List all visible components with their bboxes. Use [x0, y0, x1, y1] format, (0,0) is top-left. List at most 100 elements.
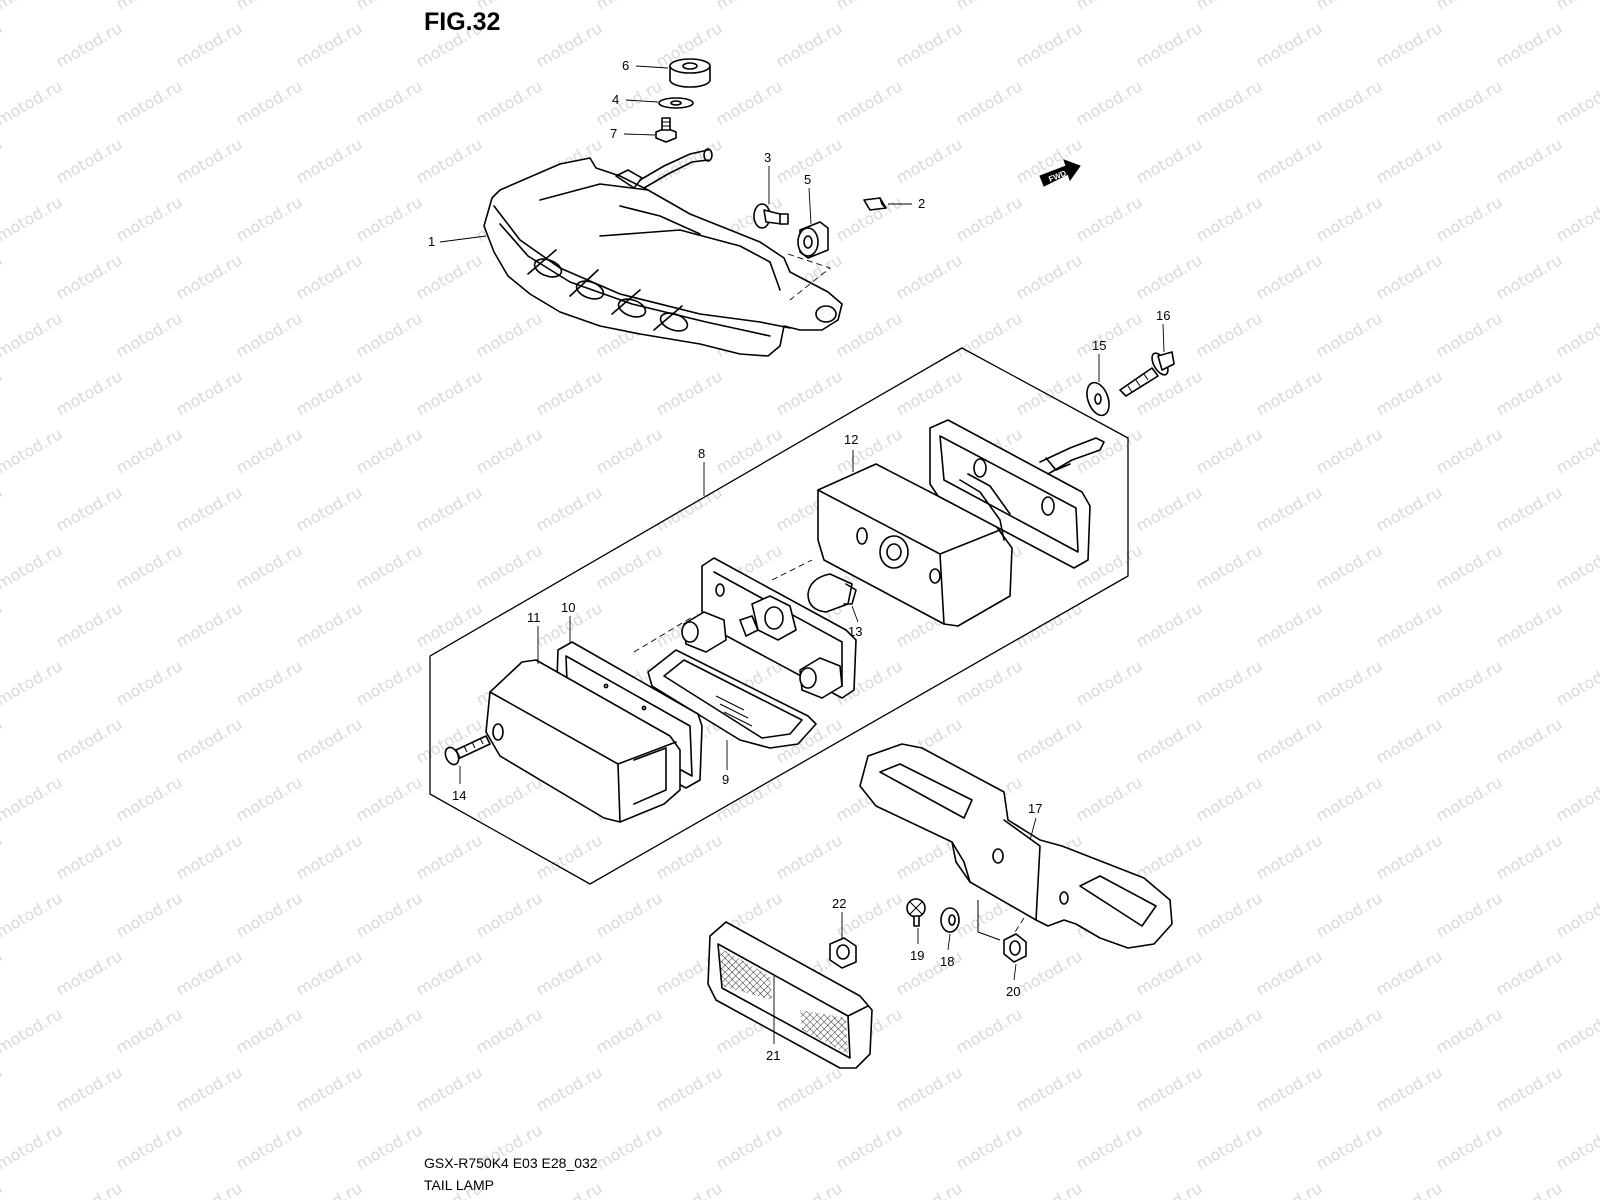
part-22-nut[interactable]: [829, 937, 857, 969]
part-12-lamp-body[interactable]: [817, 463, 1013, 627]
watermark-text: motod.ru: [293, 1178, 366, 1200]
watermark-text: motod.ru: [773, 366, 846, 419]
watermark-text: motod.ru: [1313, 0, 1386, 13]
callout-10: 10: [561, 600, 575, 615]
watermark-text: motod.ru: [53, 598, 126, 651]
callout-19: 19: [910, 948, 924, 963]
watermark-text: motod.ru: [1433, 308, 1506, 361]
part-21-reflector[interactable]: [707, 921, 873, 1069]
watermark-text: motod.ru: [353, 656, 426, 709]
watermark-text: motod.ru: [1193, 1120, 1266, 1173]
part-11-lens-cover[interactable]: [485, 659, 681, 823]
watermark-text: motod.ru: [1133, 250, 1206, 303]
watermark-text: motod.ru: [1433, 1004, 1506, 1057]
watermark-text: motod.ru: [293, 598, 366, 651]
watermark-text: motod.ru: [473, 424, 546, 477]
watermark-text: motod.ru: [0, 18, 6, 71]
watermark-text: motod.ru: [233, 656, 306, 709]
part-5-cushion[interactable]: [797, 221, 829, 259]
part-1-rear-fender[interactable]: [483, 148, 843, 357]
callout-7: 7: [610, 126, 617, 141]
watermark-text: motod.ru: [953, 1120, 1026, 1173]
watermark-text: motod.ru: [773, 1062, 846, 1115]
part-15-washer[interactable]: [1083, 380, 1113, 419]
watermark-text: motod.ru: [893, 946, 966, 999]
watermark-text: motod.ru: [0, 192, 66, 245]
watermark-text: motod.ru: [0, 366, 6, 419]
watermark-text: motod.ru: [1073, 308, 1146, 361]
callout-4: 4: [612, 92, 619, 107]
watermark-text: motod.ru: [1073, 0, 1146, 13]
watermark-text: motod.ru: [593, 424, 666, 477]
part-20-nut[interactable]: [1003, 933, 1027, 963]
watermark-text: motod.ru: [1073, 656, 1146, 709]
part-18-washer[interactable]: [940, 907, 960, 933]
watermark-text: motod.ru: [1193, 656, 1266, 709]
watermark-text: motod.ru: [1073, 772, 1146, 825]
callout-21: 21: [766, 1048, 780, 1063]
watermark-text: motod.ru: [473, 76, 546, 129]
watermark-text: motod.ru: [1253, 482, 1326, 535]
lamp-rear-plate[interactable]: [929, 419, 1091, 569]
part-14-screw[interactable]: [443, 735, 491, 767]
watermark-text: motod.ru: [1373, 1062, 1446, 1115]
watermark-text: motod.ru: [0, 134, 6, 187]
part-2-pad[interactable]: [863, 197, 887, 211]
part-7-bolt[interactable]: [655, 117, 677, 143]
watermark-text: motod.ru: [713, 1120, 786, 1173]
watermark-text: motod.ru: [293, 134, 366, 187]
part-17-bracket[interactable]: [859, 743, 1173, 949]
watermark-text: motod.ru: [173, 366, 246, 419]
watermark-text: motod.ru: [1373, 18, 1446, 71]
watermark-text: motod.ru: [1553, 1004, 1600, 1057]
watermark-text: motod.ru: [1133, 134, 1206, 187]
watermark-text: motod.ru: [1433, 76, 1506, 129]
part-19-screw[interactable]: [906, 898, 926, 927]
watermark-text: motod.ru: [1193, 308, 1266, 361]
watermark-text: motod.ru: [653, 830, 726, 883]
watermark-text: motod.ru: [53, 18, 126, 71]
watermark-text: motod.ru: [293, 946, 366, 999]
figure-title: FIG.32: [424, 8, 500, 36]
watermark-text: motod.ru: [1013, 714, 1086, 767]
watermark-text: motod.ru: [1013, 250, 1086, 303]
part-6-grommet[interactable]: [669, 58, 711, 88]
part-13-bulb[interactable]: [807, 573, 857, 613]
watermark-text: motod.ru: [1013, 18, 1086, 71]
watermark-text: motod.ru: [1013, 1178, 1086, 1200]
watermark-text: motod.ru: [0, 714, 6, 767]
watermark-text: motod.ru: [293, 250, 366, 303]
watermark-text: motod.ru: [1013, 1062, 1086, 1115]
callout-22: 22: [832, 896, 846, 911]
watermark-text: motod.ru: [353, 424, 426, 477]
watermark-text: motod.ru: [53, 134, 126, 187]
watermark-text: motod.ru: [113, 76, 186, 129]
watermark-text: motod.ru: [173, 830, 246, 883]
watermark-text: motod.ru: [533, 830, 606, 883]
watermark-text: motod.ru: [1493, 250, 1566, 303]
callout-15: 15: [1092, 338, 1106, 353]
watermark-text: motod.ru: [353, 0, 426, 13]
watermark-text: motod.ru: [1313, 1120, 1386, 1173]
watermark-text: motod.ru: [1433, 772, 1506, 825]
watermark-text: motod.ru: [1493, 946, 1566, 999]
part-8-license-lamp-group-box: [429, 347, 1129, 885]
watermark-text: motod.ru: [0, 482, 6, 535]
watermark-text: motod.ru: [113, 1004, 186, 1057]
watermark-text: motod.ru: [1313, 76, 1386, 129]
watermark-text: motod.ru: [1553, 888, 1600, 941]
watermark-text: motod.ru: [533, 18, 606, 71]
watermark-text: motod.ru: [713, 424, 786, 477]
watermark-text: motod.ru: [1313, 308, 1386, 361]
watermark-text: motod.ru: [293, 714, 366, 767]
part-3-clip[interactable]: [753, 203, 789, 229]
lamp-socket-plate[interactable]: [681, 557, 857, 699]
watermark-text: motod.ru: [293, 830, 366, 883]
watermark-text: motod.ru: [53, 830, 126, 883]
part-4-washer[interactable]: [658, 97, 694, 109]
part-16-screw[interactable]: [1119, 351, 1175, 397]
watermark-text: motod.ru: [533, 1062, 606, 1115]
watermark-text: motod.ru: [1253, 714, 1326, 767]
watermark-text: motod.ru: [653, 482, 726, 535]
watermark-text: motod.ru: [233, 192, 306, 245]
